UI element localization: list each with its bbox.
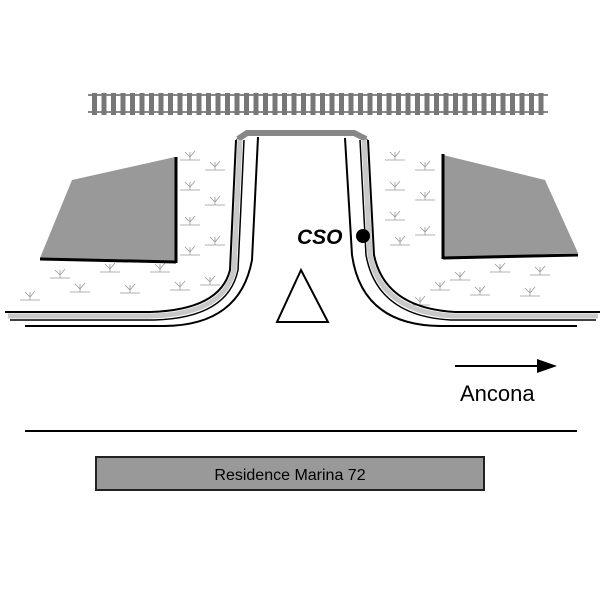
grass-tuft bbox=[70, 282, 90, 293]
building-residence bbox=[95, 456, 485, 491]
grass-tuft bbox=[100, 262, 120, 273]
railway-tie bbox=[244, 93, 249, 115]
grass-tuft bbox=[415, 190, 435, 201]
railway-tie bbox=[225, 93, 230, 115]
railway-tie bbox=[130, 93, 135, 115]
railway-tie bbox=[472, 93, 477, 115]
railway-tie bbox=[272, 93, 278, 115]
traffic-island bbox=[275, 267, 330, 323]
railway-tie bbox=[282, 93, 287, 115]
building-left-edge bbox=[39, 257, 177, 264]
railway-tie bbox=[196, 93, 202, 115]
grass-tuft bbox=[50, 268, 70, 279]
railway-tie bbox=[120, 93, 126, 115]
railway-tie bbox=[396, 93, 401, 115]
building-right-edge bbox=[442, 253, 579, 260]
railway-tie bbox=[329, 93, 335, 115]
cso-label: CSO bbox=[297, 226, 343, 249]
railway-tie bbox=[510, 93, 515, 115]
railway-tie bbox=[434, 93, 439, 115]
railway-tie bbox=[377, 93, 382, 115]
building-residence-label: Residence Marina 72 bbox=[214, 467, 365, 484]
grass-tuft bbox=[385, 180, 405, 191]
railway-tie bbox=[310, 93, 316, 115]
grass-tuft bbox=[530, 265, 550, 276]
right-road-edge bbox=[344, 137, 577, 327]
direction-label: Ancona bbox=[460, 381, 535, 406]
railway-tie bbox=[301, 93, 306, 115]
railway-tie bbox=[462, 93, 468, 115]
grass-tuft bbox=[415, 160, 435, 171]
railway-tie bbox=[158, 93, 164, 115]
railway-tie bbox=[149, 93, 154, 115]
railway-tie bbox=[538, 93, 544, 115]
grass-tuft bbox=[490, 262, 510, 273]
cso-marker bbox=[356, 229, 370, 243]
grass-tuft bbox=[20, 290, 40, 301]
railway-tie bbox=[139, 93, 145, 115]
grass-tuft bbox=[430, 280, 450, 291]
grass-tuft bbox=[450, 270, 470, 281]
left-sidewalk bbox=[5, 139, 245, 321]
railway-tie bbox=[291, 93, 297, 115]
grass-tuft bbox=[415, 225, 435, 236]
grass-tuft bbox=[385, 150, 405, 161]
right-sidewalk bbox=[359, 139, 600, 321]
grass-tuft bbox=[205, 235, 225, 246]
building-right bbox=[443, 155, 578, 258]
railway-track bbox=[88, 93, 548, 115]
railway-tie bbox=[500, 93, 506, 115]
railway-tie bbox=[491, 93, 496, 115]
railway-tie bbox=[348, 93, 354, 115]
railway-tie bbox=[206, 93, 211, 115]
railway-tie bbox=[234, 93, 240, 115]
grass-tuft bbox=[180, 215, 200, 226]
grass-tuft bbox=[470, 285, 490, 296]
railway-tie bbox=[111, 93, 116, 115]
railway-tie bbox=[481, 93, 487, 115]
railway-tie bbox=[177, 93, 183, 115]
vegetation-area bbox=[20, 150, 550, 306]
railway-tie bbox=[320, 93, 325, 115]
grass-tuft bbox=[200, 275, 220, 286]
grass-tuft bbox=[520, 286, 540, 297]
railway-tie bbox=[168, 93, 173, 115]
grass-tuft bbox=[180, 180, 200, 191]
railway-tie bbox=[367, 93, 373, 115]
railway-tie bbox=[253, 93, 259, 115]
railway-tie bbox=[443, 93, 449, 115]
railway-tie bbox=[215, 93, 221, 115]
grass-tuft bbox=[180, 150, 200, 161]
railway-tie bbox=[358, 93, 363, 115]
railway-tie bbox=[187, 93, 192, 115]
grass-tuft bbox=[180, 245, 200, 256]
building-left bbox=[40, 157, 175, 262]
grass-tuft bbox=[150, 262, 170, 273]
grass-tuft bbox=[205, 160, 225, 171]
grass-tuft bbox=[170, 280, 190, 291]
railway-tie bbox=[405, 93, 411, 115]
grass-tuft bbox=[205, 195, 225, 206]
direction-arrow bbox=[455, 359, 557, 373]
railway-tie bbox=[529, 93, 534, 115]
railway-tie bbox=[263, 93, 268, 115]
railway-tie bbox=[519, 93, 525, 115]
grass-tuft bbox=[390, 235, 410, 246]
railway-tie bbox=[424, 93, 430, 115]
grass-tuft bbox=[120, 283, 140, 294]
railway-tie bbox=[339, 93, 344, 115]
railway-tie bbox=[386, 93, 392, 115]
railway-tie bbox=[101, 93, 107, 115]
railway-tie bbox=[92, 93, 97, 115]
railway-ties bbox=[92, 93, 544, 115]
grass-tuft bbox=[385, 210, 405, 221]
railway-tie bbox=[415, 93, 420, 115]
left-road-edge bbox=[25, 136, 259, 327]
railway-tie bbox=[453, 93, 458, 115]
